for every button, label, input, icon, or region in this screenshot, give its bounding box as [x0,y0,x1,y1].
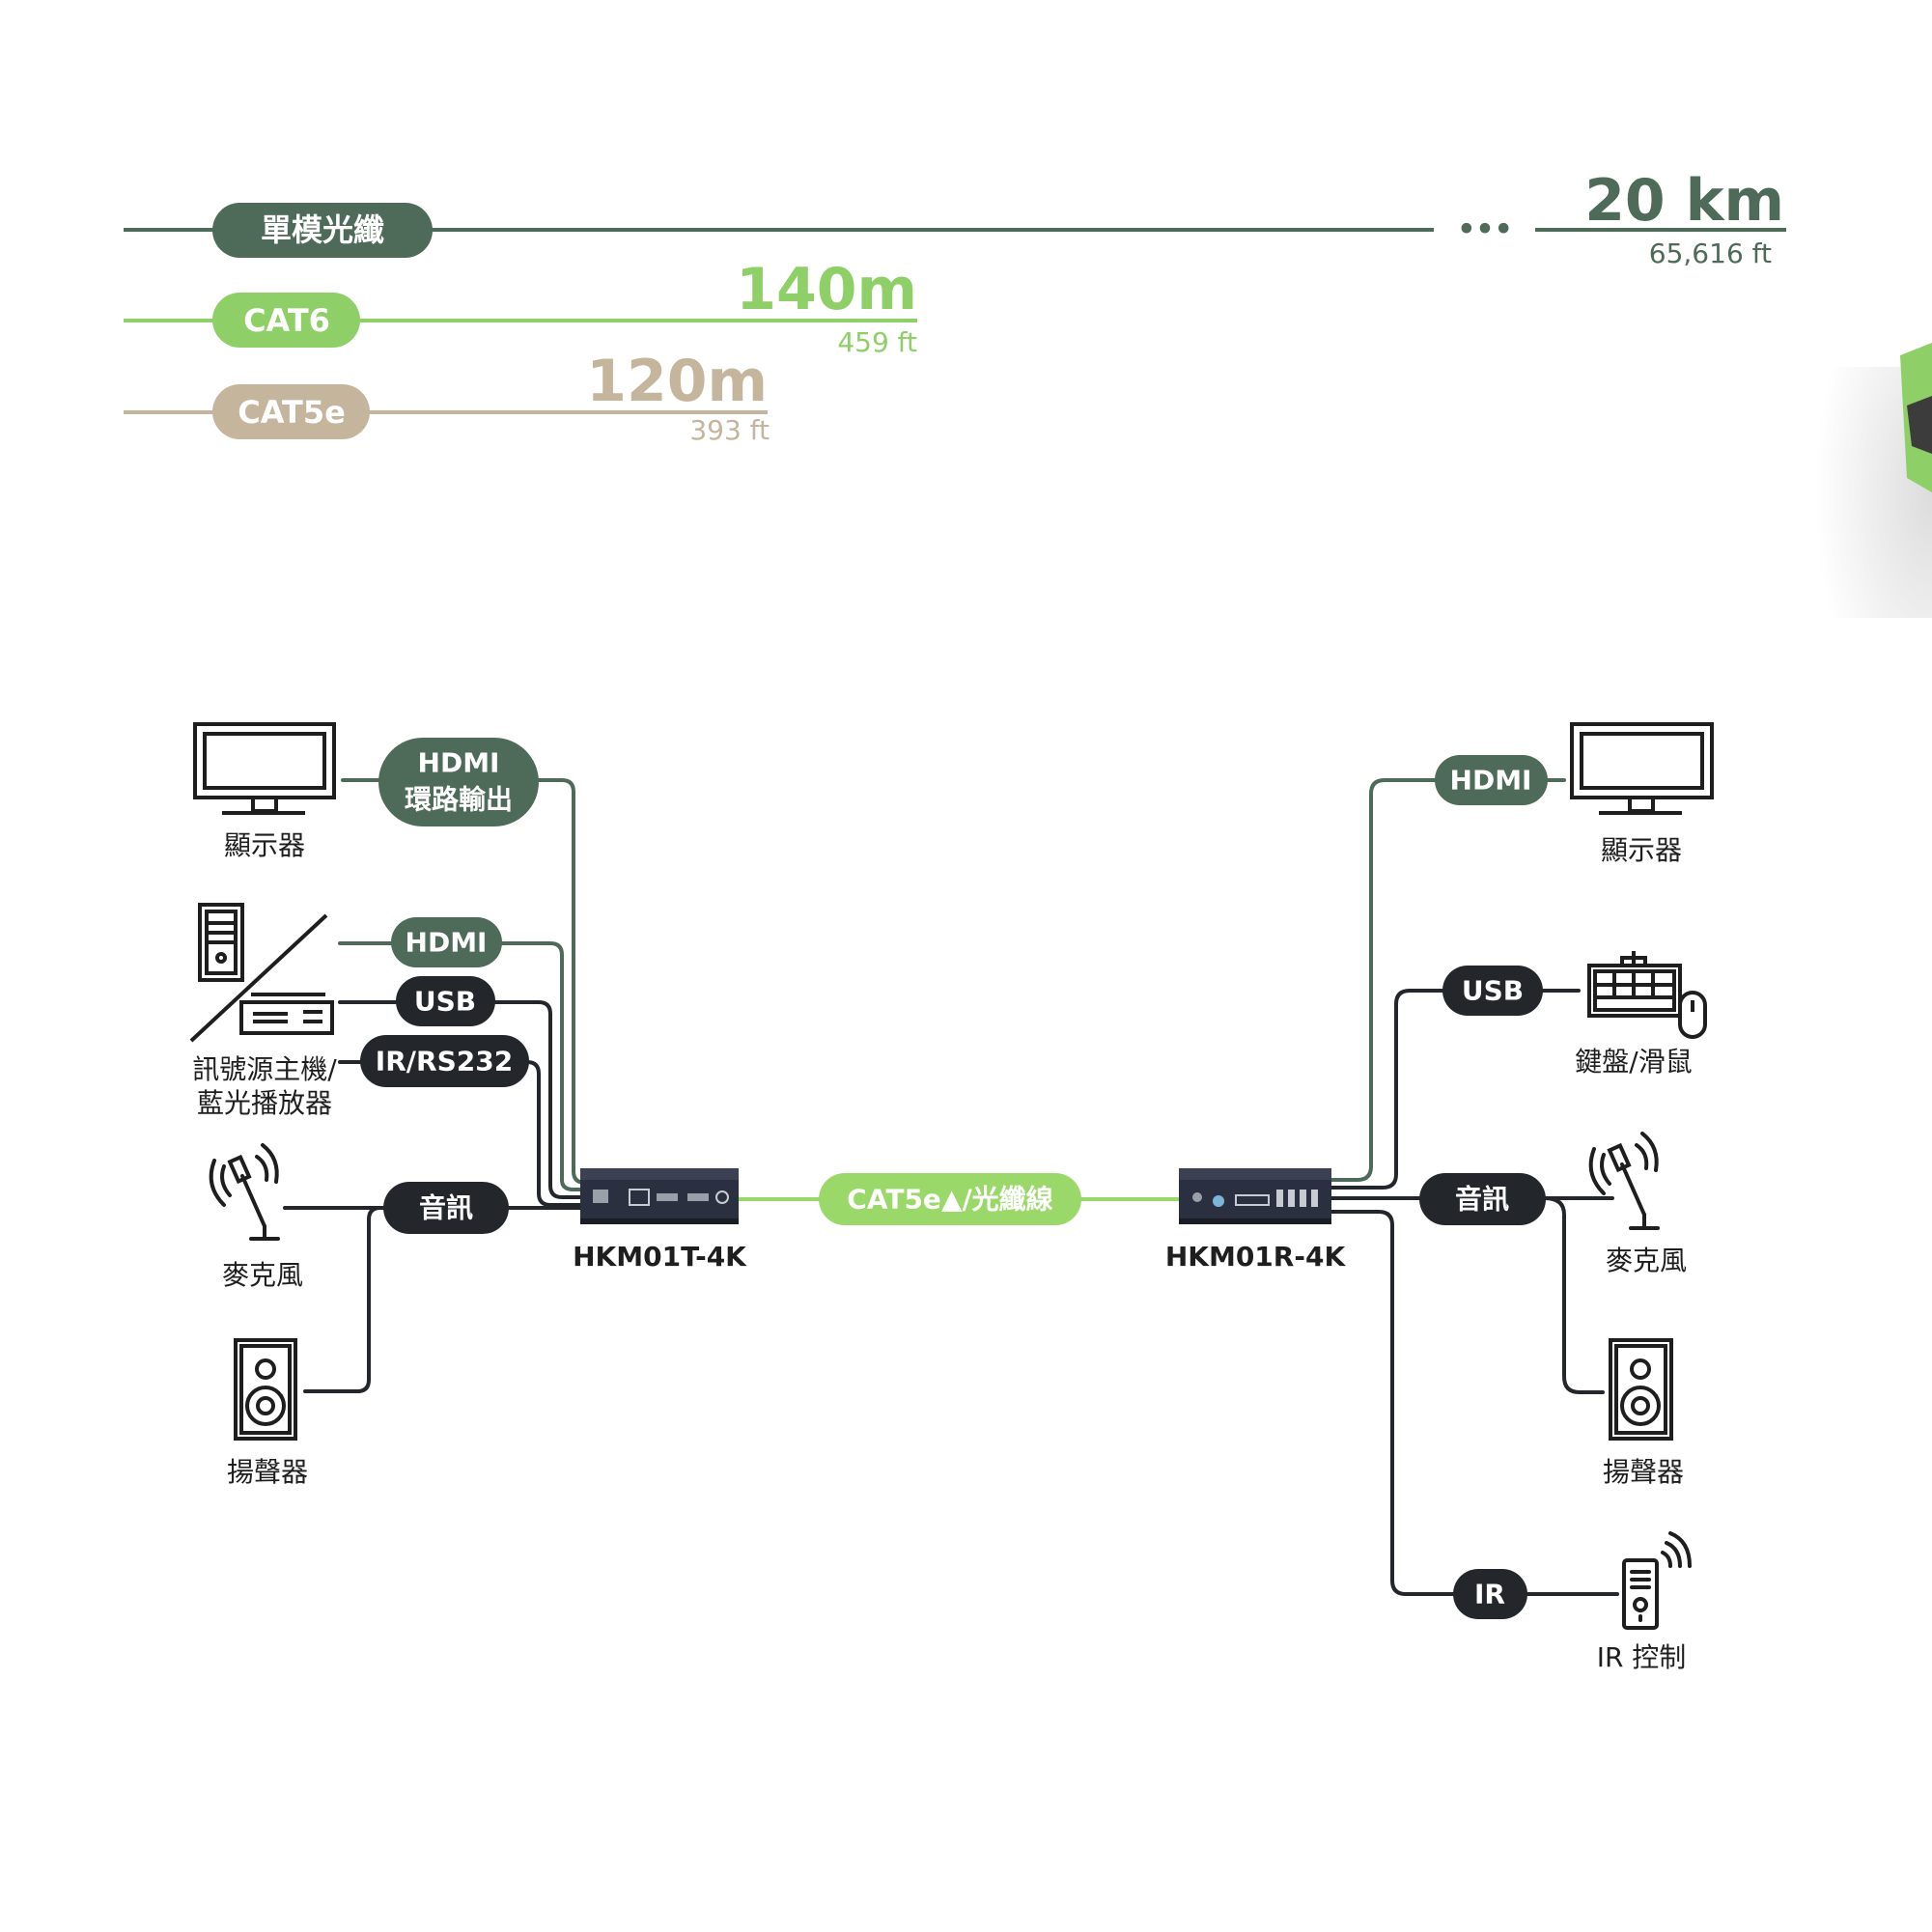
rx-speaker-label: 揚聲器 [1603,1456,1684,1488]
rx-port-hdmi: HDMI [1435,755,1548,805]
cable-tx-usb [490,1000,593,1199]
cat5e-distance-feet: 393 ft [689,414,770,446]
rx-unit-model: HKM01R-4K [1165,1241,1347,1273]
link-pill: CAT5e▲/光纖線 [819,1173,1081,1225]
rx-usb-label: USB [1462,975,1524,1007]
tx-speaker-icon [234,1338,297,1441]
tx-audio-label: 音訊 [419,1192,473,1224]
rx-keyboard-icon [1587,951,1682,1018]
rx-port-audio: 音訊 [1419,1173,1546,1225]
cat5e-pill [212,384,370,439]
rx-speaker-icon [1609,1338,1673,1441]
tx-hdmi-loop-line2: 環路輸出 [405,784,513,816]
tx-port-usb: USB [396,976,495,1026]
tx-port-ir-rs232: IR/RS232 [360,1035,529,1087]
cable-tx-speaker [303,1206,388,1393]
tx-unit-model: HKM01T-4K [573,1241,747,1273]
tx-source-label-line1: 訊號源主機/ [192,1053,337,1085]
fiber-pill [212,203,433,258]
cat5e-distance-value: 120m [586,348,768,415]
cable-rx-usb [1326,989,1450,1190]
rx-keyboard-mouse-label: 鍵盤/滑鼠 [1575,1046,1692,1078]
tx-speaker-label: 揚聲器 [227,1456,308,1488]
rx-ir-control-label: IR 控制 [1597,1641,1687,1673]
distance-fiber: 單模光纖 ••• 20 km 65,616 ft [124,167,1786,269]
tx-ir-rs232-label: IR/RS232 [376,1046,513,1078]
rx-ir-remote-icon [1622,1531,1692,1630]
tx-monitor-label: 顯示器 [224,829,305,861]
cable-rx-ir [1326,1210,1460,1596]
rx-port-usb: USB [1442,966,1543,1016]
rx-microphone-icon [1588,1132,1660,1230]
tx-port-audio: 音訊 [383,1182,509,1234]
rx-monitor-label: 顯示器 [1601,834,1682,866]
tx-microphone-label: 麥克風 [222,1259,303,1291]
rx-microphone-label: 麥克風 [1606,1245,1687,1276]
cable-tx-ir [524,1060,593,1207]
rx-mouse-icon [1678,991,1707,1039]
tx-source-divider [189,913,328,1043]
cable-rx-hdmi [1326,778,1441,1182]
distance-cat6: CAT6 140m 459 ft [124,256,917,358]
tx-bluray-player-icon [239,993,334,1035]
rx-hdmi-label: HDMI [1450,765,1532,797]
tx-port-hdmi-loop: HDMI 環路輸出 [378,738,539,826]
link-label: CAT5e▲/光纖線 [847,1184,1052,1216]
rx-unit-device [1179,1168,1331,1224]
product-box-fragment [1815,343,1932,618]
rx-port-ir: IR [1453,1569,1527,1619]
fiber-pill-label: 單模光纖 [261,211,384,248]
rx-ir-label: IR [1474,1579,1505,1610]
cat6-pill [212,293,360,348]
fiber-ellipsis: ••• [1457,213,1513,247]
tx-hdmi-label: HDMI [406,927,488,959]
tx-port-hdmi: HDMI [391,917,502,967]
fiber-distance-feet: 65,616 ft [1649,238,1772,269]
tx-usb-label: USB [414,986,476,1018]
tx-monitor-icon [193,722,336,815]
tx-hdmi-loop-line1: HDMI [418,747,500,779]
tx-source-label-line2: 藍光播放器 [197,1087,332,1119]
fiber-gap [1434,216,1535,243]
cable-tx-hdmi [495,941,593,1191]
cat6-pill-label: CAT6 [243,302,330,339]
cat6-distance-value: 140m [736,256,917,323]
fiber-distance-value: 20 km [1584,167,1784,235]
cat6-distance-feet: 459 ft [837,326,917,358]
distance-cat5e: CAT5e 120m 393 ft [124,348,770,446]
tx-unit-device [580,1168,739,1224]
rx-monitor-icon [1570,722,1714,815]
rx-audio-label: 音訊 [1455,1184,1509,1216]
tx-microphone-icon [209,1143,280,1241]
tx-pc-tower-icon [198,903,244,982]
cat5e-pill-label: CAT5e [238,394,346,431]
cable-rx-speaker [1543,1196,1605,1394]
